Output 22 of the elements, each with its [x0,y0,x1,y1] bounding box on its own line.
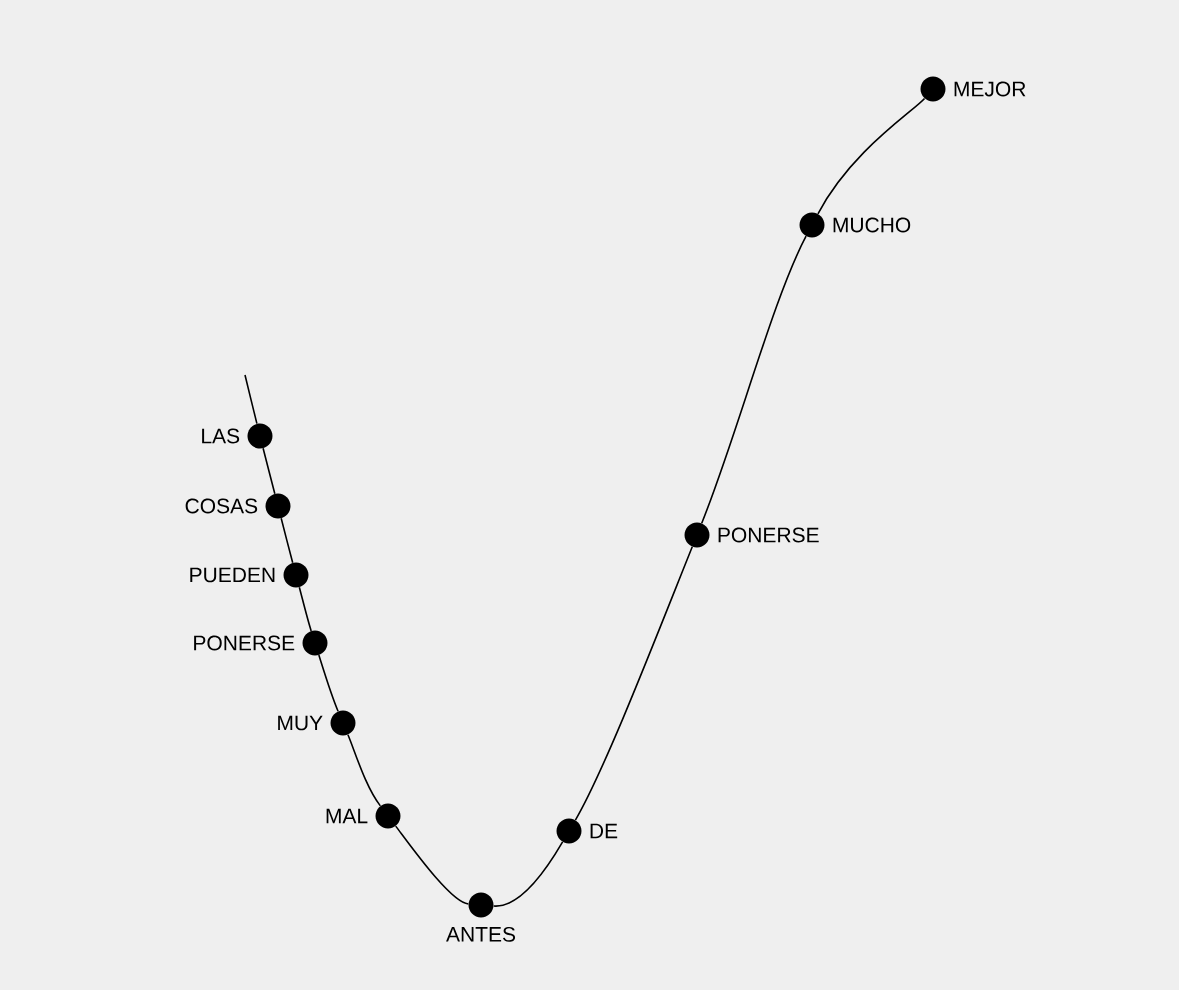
curve-line [347,733,382,807]
word-label: MEJOR [954,81,1026,97]
word-label: MUY [278,715,323,731]
curve-line [298,586,312,632]
word-label: ANTES [446,926,516,942]
word-label: COSAS [185,498,258,514]
word-label: DE [590,823,618,839]
curve-line [280,517,294,564]
word-label: PONERSE [718,527,819,543]
curve-line [318,654,339,713]
word-label: PUEDEN [190,567,275,583]
curve-line [700,235,807,524]
word-label: PONERSE [194,635,295,651]
word-label: LAS [202,428,240,444]
curve-line [262,447,276,495]
curve-line [817,97,926,215]
curve-line [574,546,694,821]
curve-line [492,841,564,907]
word-label: MUCHO [833,217,911,233]
curve-line [394,825,470,905]
curve-line [244,374,258,425]
word-label: MAL [326,808,368,824]
